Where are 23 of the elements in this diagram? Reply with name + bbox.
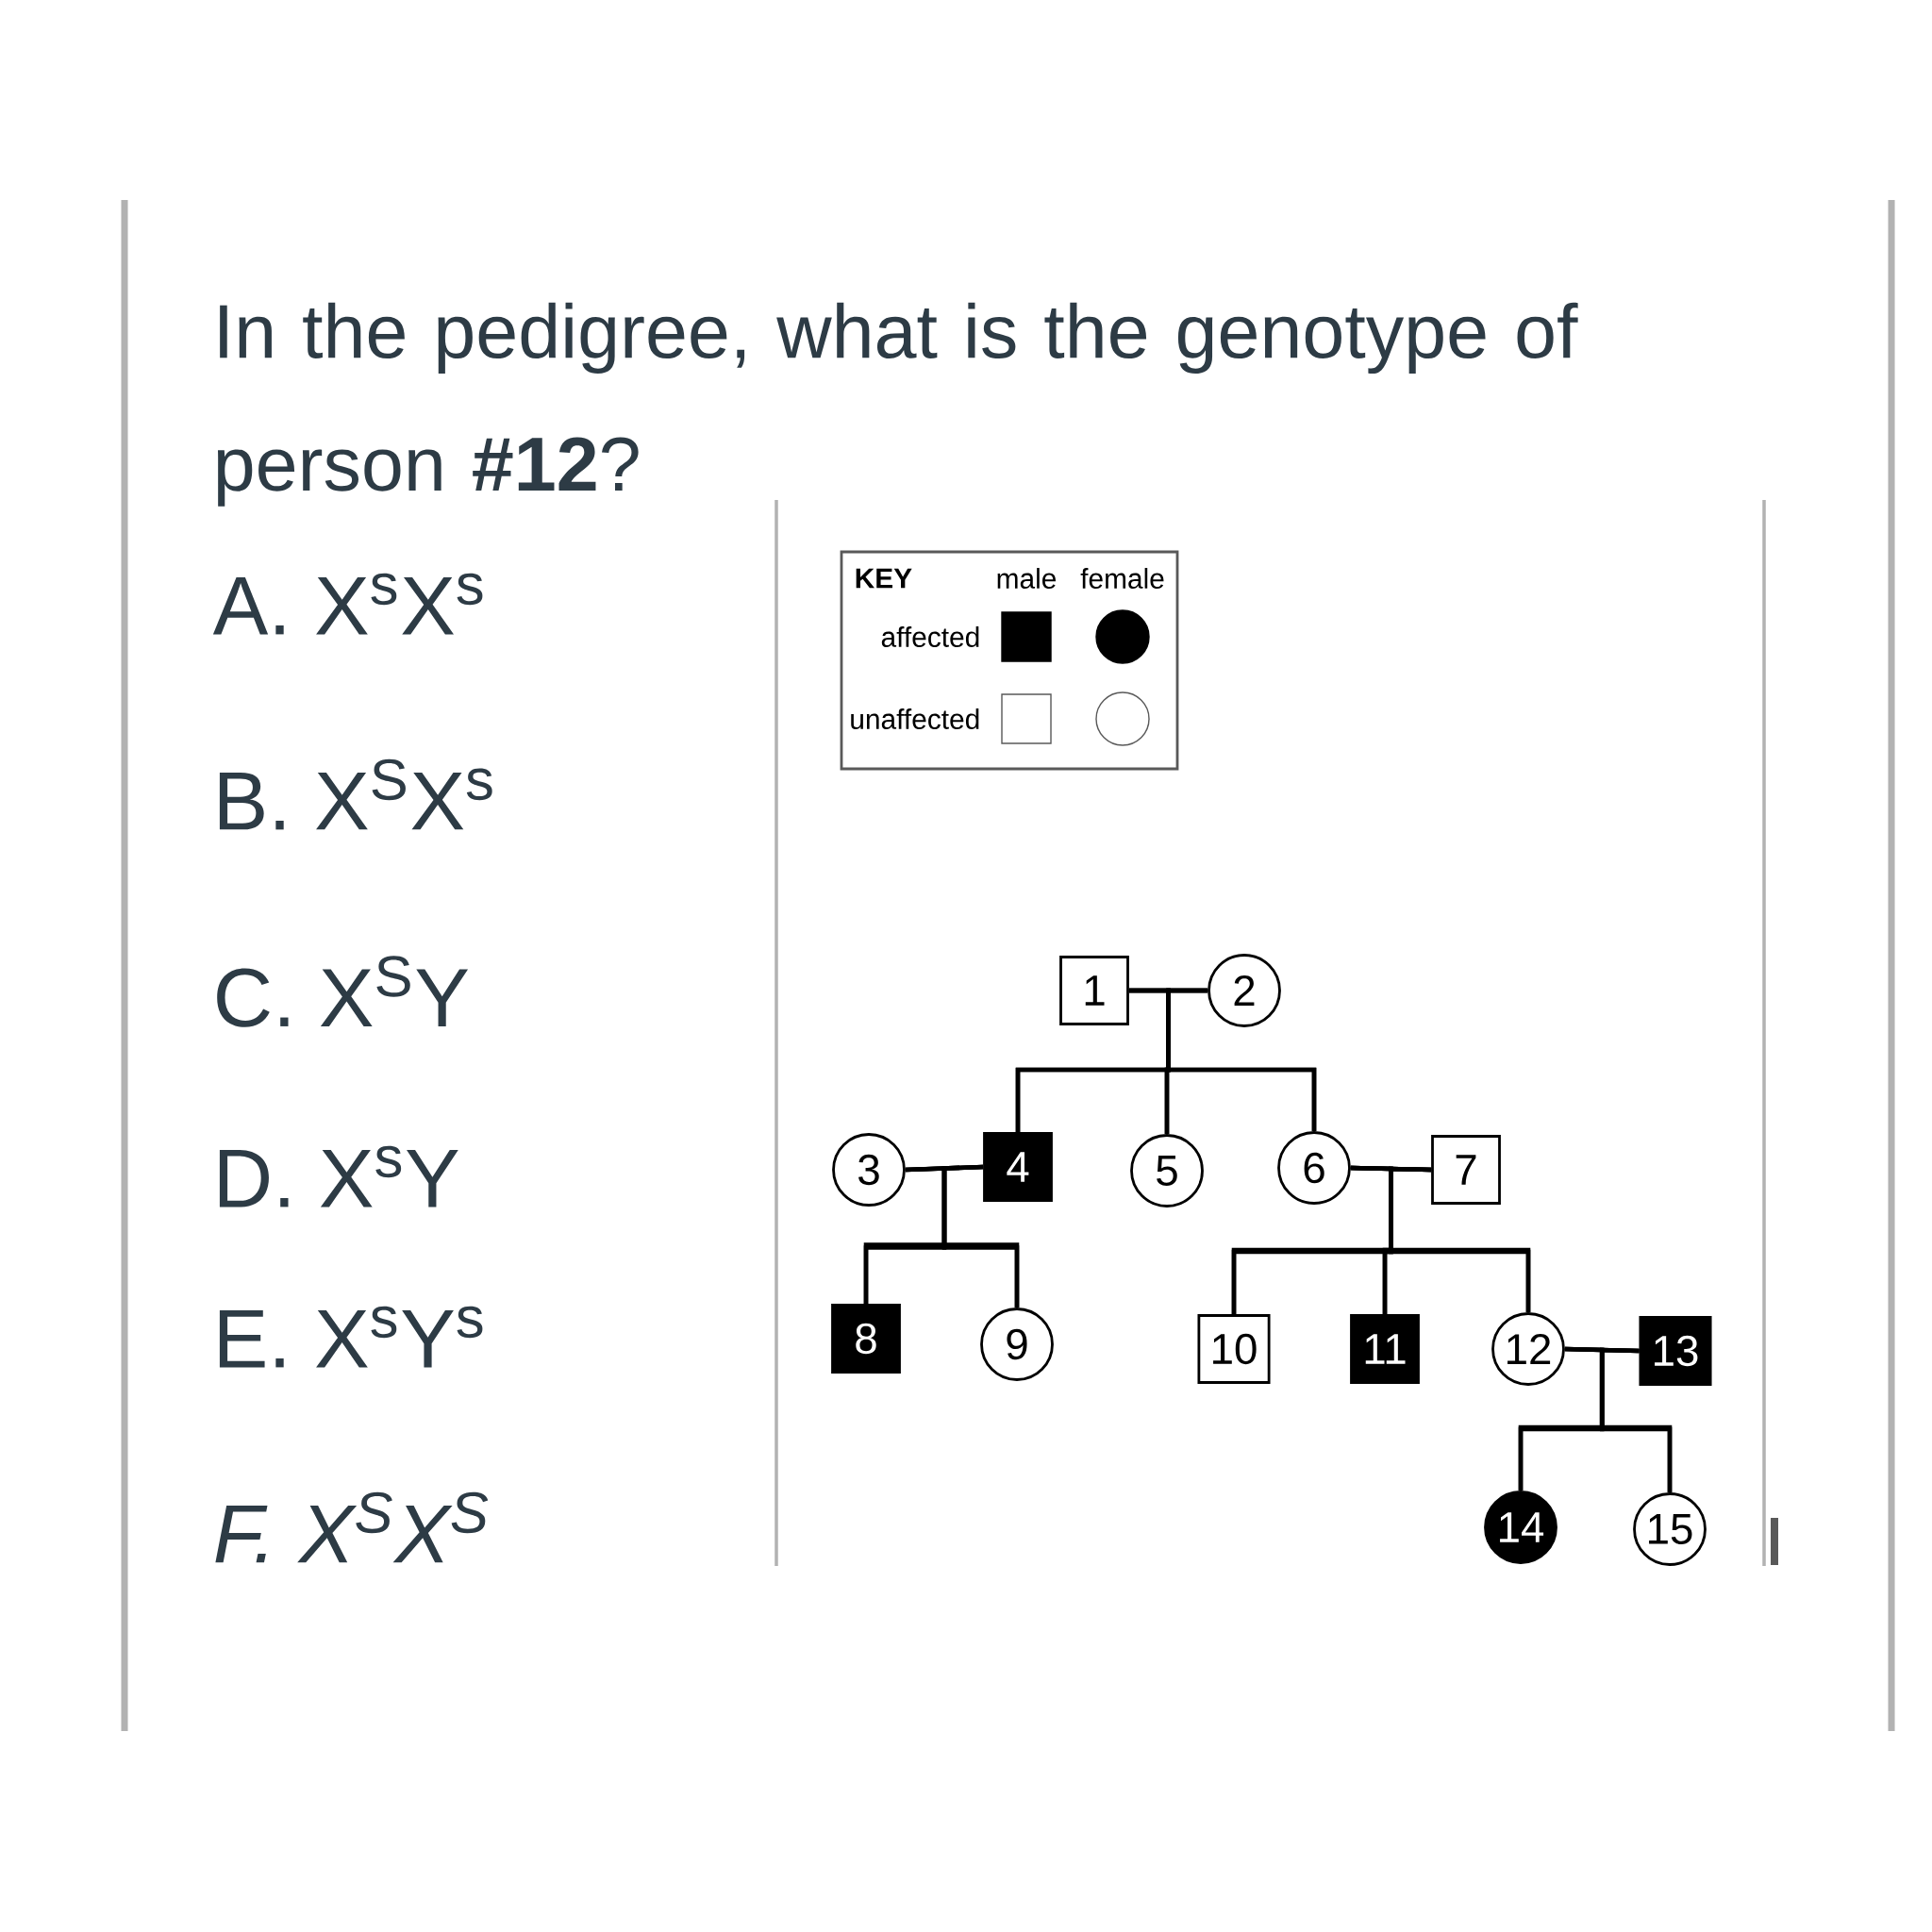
male-square: 1	[1059, 956, 1129, 1025]
male-square: 7	[1431, 1135, 1501, 1205]
key-title: KEY	[856, 568, 912, 589]
answer-choice: A. X$^{s}$X$^{s}$	[212, 573, 483, 635]
legend-label: affected	[881, 626, 979, 647]
answer-choice: F. X$^{S}$X$^{S}$	[215, 1491, 489, 1563]
male-square: 13	[1639, 1316, 1712, 1386]
male-square: 8	[831, 1304, 901, 1374]
column-header: female	[1080, 568, 1164, 589]
male-square: 4	[983, 1132, 1053, 1202]
answer-choice: D. X$^{s}$Y	[219, 1145, 458, 1208]
legend-label: unaffected	[851, 708, 979, 729]
descent-line	[1166, 988, 1317, 1132]
answer-choice: E. X$^{s}$Y$^{s}$	[219, 1306, 483, 1368]
descent-line	[1599, 1347, 1673, 1493]
answer-choice: C. X$^{S}$Y	[217, 956, 469, 1027]
male-square: 11	[1350, 1314, 1420, 1384]
descent-line	[1389, 1166, 1531, 1313]
descent-line	[941, 1164, 1020, 1308]
answer-choice: B. X$^{S}$X$^{s}$	[219, 758, 492, 830]
column-header: male	[997, 568, 1056, 589]
male-square: 10	[1197, 1314, 1271, 1384]
question-text: In the pedigree, what is the genotype of person #12?	[217, 302, 1578, 507]
